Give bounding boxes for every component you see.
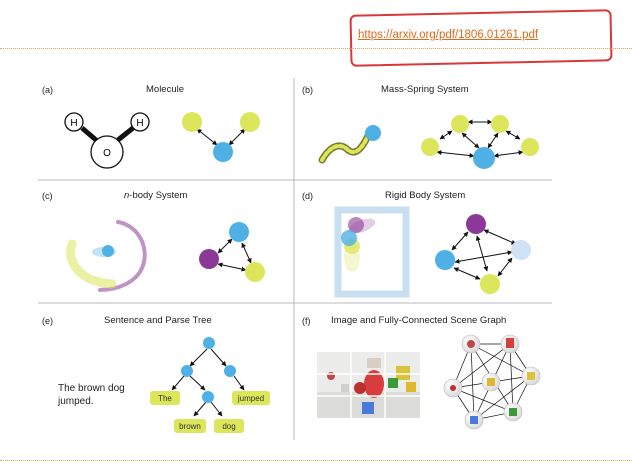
panel-c-label: (c) xyxy=(42,191,53,201)
word-box-dog xyxy=(214,419,244,433)
n-body-trails xyxy=(66,220,147,292)
mass-spring-graph xyxy=(421,115,539,169)
hydrogen-right-label: H xyxy=(136,118,143,129)
panel-f-label: (f) xyxy=(302,316,311,326)
panel-f-title: Image and Fully-Connected Scene Graph xyxy=(331,315,507,326)
n-body-node-blue xyxy=(229,222,249,242)
parse-tree-words: The jumped brown dog xyxy=(150,391,270,433)
panel-e-label: (e) xyxy=(42,316,53,326)
n-body-particle xyxy=(102,245,114,257)
mass-spring-ball xyxy=(365,125,381,141)
scene-red-cylinder xyxy=(364,370,384,398)
molecule-node-left xyxy=(182,112,202,132)
oxygen-label: O xyxy=(103,148,111,159)
word-jumped: jumped xyxy=(237,394,264,403)
molecule-graph xyxy=(182,112,260,162)
panel-d-label: (d) xyxy=(302,191,313,201)
word-box-brown xyxy=(174,419,206,433)
rigid-body-blue-ball xyxy=(341,230,357,246)
scene-blue-cube xyxy=(362,402,374,414)
spring-node-2 xyxy=(491,115,509,133)
panel-a-label: (a) xyxy=(42,85,53,95)
scene-green-cube xyxy=(388,378,398,388)
n-body-node-lime xyxy=(245,262,265,282)
arxiv-link[interactable]: https://arxiv.org/pdf/1806.01261.pdf xyxy=(358,29,539,41)
rigid-node-blue xyxy=(435,250,455,270)
parse-node-vp xyxy=(224,365,236,377)
spring-node-1 xyxy=(451,115,469,133)
panel-c-title: n-body System xyxy=(124,190,187,201)
word-box-the xyxy=(150,391,180,405)
molecule-node-right xyxy=(240,112,260,132)
word-box-jumped xyxy=(232,391,270,405)
scene-yellow-cube xyxy=(396,366,410,380)
hydrogen-left-label: H xyxy=(70,118,77,129)
word-the: The xyxy=(158,394,172,403)
panel-b-label: (b) xyxy=(302,85,313,95)
panel-c-title-rest: -body System xyxy=(129,190,188,201)
panel-a-title: Molecule xyxy=(146,84,185,95)
hydrogen-atom-left xyxy=(64,112,84,132)
parse-node-root xyxy=(203,337,215,349)
rigid-node-lightblue xyxy=(511,240,531,260)
molecule-drawing: H H O xyxy=(64,112,150,169)
scene-gold-cube xyxy=(406,382,416,392)
oxygen-atom xyxy=(90,135,124,169)
divider-bottom xyxy=(0,460,632,461)
panel-d-title: Rigid Body System xyxy=(385,190,466,201)
parse-tree xyxy=(171,337,245,417)
mass-spring-chain xyxy=(318,125,381,164)
rigid-node-lime xyxy=(480,274,500,294)
rigid-node-purple xyxy=(466,214,486,234)
panel-b-title: Mass-Spring System xyxy=(381,84,469,95)
word-brown: brown xyxy=(179,422,201,431)
spring-node-center xyxy=(473,147,495,169)
scene-red-sphere xyxy=(354,382,366,394)
n-body-node-purple xyxy=(199,249,219,269)
scene-small-sphere xyxy=(327,372,335,380)
rigid-body-purple-ball xyxy=(348,217,364,233)
panel-e-title: Sentence and Parse Tree xyxy=(104,315,212,326)
rigid-body-graph xyxy=(435,214,531,294)
spring-node-4 xyxy=(521,138,539,156)
rigid-body-box xyxy=(334,206,410,298)
scene-image xyxy=(317,352,420,418)
n-body-graph xyxy=(199,222,265,282)
divider-top xyxy=(0,48,632,49)
scene-graph-nodes xyxy=(443,334,541,430)
word-dog: dog xyxy=(222,422,235,431)
panel-c-title-n: n xyxy=(124,190,130,201)
hydrogen-atom-right xyxy=(130,112,150,132)
parse-node-np xyxy=(181,365,193,377)
molecule-node-center xyxy=(213,142,233,162)
spring-node-3 xyxy=(421,138,439,156)
sentence-text: The brown dog jumped. xyxy=(58,383,125,407)
parse-node-nbar xyxy=(202,391,214,403)
scene-gray-cube xyxy=(341,384,349,392)
